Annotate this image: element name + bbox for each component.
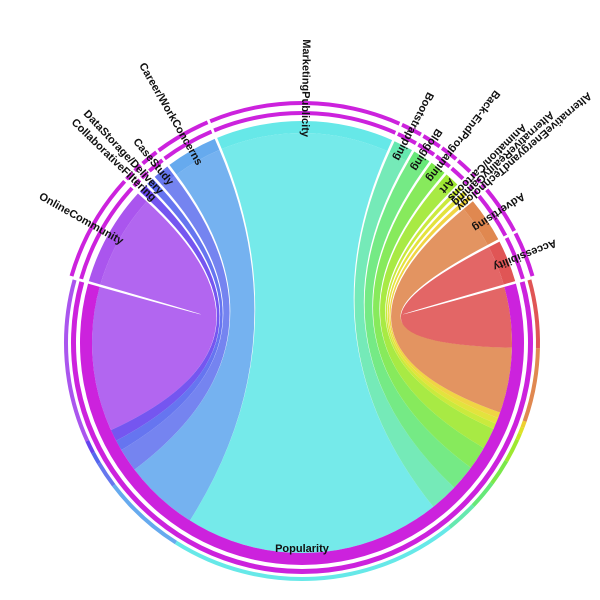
label-onlinecommunity: OnlineCommunity	[37, 191, 126, 248]
ring-alternativeenergyandtechnology	[473, 189, 479, 196]
ring-advertising	[485, 188, 516, 232]
ring-blogging	[422, 134, 441, 149]
ring-segment-alternativeenergyandtechnology	[520, 420, 527, 429]
arc-advertising[interactable]	[463, 201, 499, 245]
ring-datastorage-delivery	[133, 163, 142, 173]
ring-accessibility	[504, 237, 525, 280]
arc-datastorage-delivery[interactable]	[147, 178, 161, 193]
ribbon-career-workconcerns[interactable]	[134, 149, 255, 521]
ring-alternativerealitygaming	[468, 184, 475, 191]
ring-segment-datastorage-delivery	[91, 451, 101, 465]
arc-marketingpublicity[interactable]	[217, 120, 393, 152]
arc-alternativeenergyandtechnology[interactable]	[459, 196, 472, 208]
ring-career-workconcerns	[157, 120, 209, 153]
ring-casestudy	[141, 150, 158, 165]
ring-advertising	[477, 194, 508, 237]
arc-accessibility[interactable]	[488, 241, 516, 285]
ring-animation-cartoons	[463, 179, 470, 186]
ring-segment-onlinecommunity	[63, 279, 90, 442]
ring-segment-career-workconcerns	[112, 484, 178, 545]
ribbon-datastorage-delivery[interactable]	[116, 187, 223, 451]
arc-career-workconcerns[interactable]	[169, 138, 220, 175]
ring-bootstrapping	[401, 123, 422, 137]
arc-onlinecommunity[interactable]	[88, 193, 147, 285]
label-marketingpublicity: MarketingPublicity	[299, 39, 312, 138]
arc-blogging[interactable]	[408, 151, 430, 172]
ring-collaborativefiltering	[132, 178, 142, 188]
arc-bootstrapping[interactable]	[389, 141, 412, 161]
arc-art[interactable]	[438, 174, 458, 194]
ring-back-endprogramming	[440, 146, 458, 161]
ring-career-workconcerns	[163, 129, 213, 161]
ring-collaborativefiltering	[125, 171, 135, 181]
ring-onlinecommunity	[69, 179, 127, 277]
ring-art	[456, 159, 472, 174]
ring-art	[450, 166, 465, 181]
ribbon-accessibility[interactable]	[400, 247, 512, 348]
ring-accessibility	[513, 232, 535, 277]
ring-segment-bootstrapping	[448, 504, 475, 529]
outer-rings	[63, 100, 541, 581]
ribbon-casestudy[interactable]	[121, 176, 230, 470]
ring-segment-animation-cartoons	[515, 432, 522, 441]
ring-casestudy	[148, 158, 164, 173]
ring-segment-blogging	[471, 482, 494, 507]
ribbon-advertising[interactable]	[391, 208, 512, 413]
arc-animation-cartoons[interactable]	[450, 186, 463, 198]
ring-segment-art	[504, 438, 520, 462]
ring-segment-casestudy	[97, 462, 116, 487]
ribbon-marketingpublicity[interactable]	[189, 132, 434, 553]
ribbon-onlinecommunity[interactable]	[92, 201, 217, 431]
ring-alternativerealitygaming	[475, 177, 482, 184]
label-popularity: Popularity	[275, 543, 330, 555]
ring-animation-cartoons	[470, 172, 477, 179]
chord-group-arcs	[79, 120, 525, 565]
ring-segment-back-endprogramming	[490, 459, 509, 485]
arc-alternativerealitygaming[interactable]	[455, 191, 467, 203]
ring-segment-collaborativefiltering	[85, 440, 95, 454]
ring-segment-alternativerealitygaming	[518, 426, 525, 435]
ribbon-back-endprogramming[interactable]	[373, 172, 484, 468]
ribbon-blogging[interactable]	[364, 161, 471, 488]
ring-marketingpublicity	[213, 111, 397, 135]
ring-marketingpublicity	[209, 100, 401, 126]
ribbon-art[interactable]	[380, 183, 494, 448]
ring-back-endprogramming	[435, 154, 451, 169]
ribbon-bootstrapping[interactable]	[354, 152, 455, 507]
ring-segment-accessibility	[527, 279, 541, 349]
arc-back-endprogramming[interactable]	[424, 162, 445, 182]
ring-blogging	[417, 142, 436, 157]
ribbon-collaborativefiltering[interactable]	[110, 194, 220, 441]
ring-alternativeenergyandtechnology	[480, 182, 487, 189]
chord-ribbons	[92, 132, 512, 553]
ring-onlinecommunity	[79, 186, 134, 280]
arc-casestudy[interactable]	[154, 166, 175, 186]
ring-segment-advertising	[522, 348, 540, 422]
arc-collaborativefiltering[interactable]	[139, 185, 154, 200]
ring-datastorage-delivery	[140, 171, 149, 180]
ring-segment-marketingpublicity	[174, 525, 451, 581]
ring-bootstrapping	[397, 132, 417, 145]
